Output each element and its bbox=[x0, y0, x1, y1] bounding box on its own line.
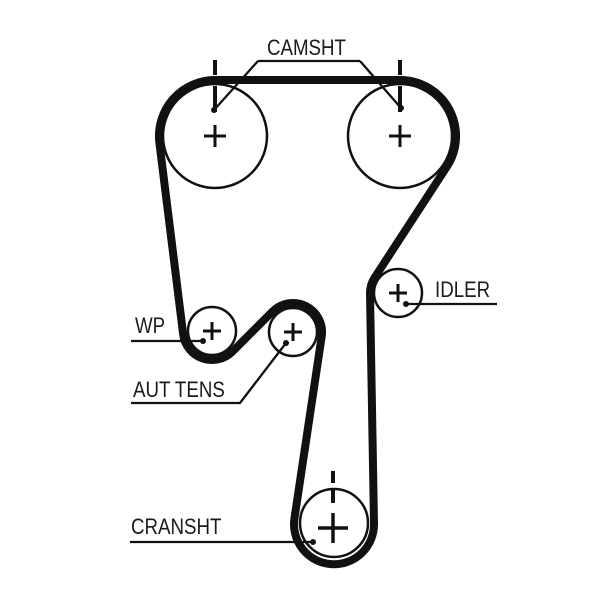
leader-auto-tensioner bbox=[131, 342, 287, 405]
leader-camshaft-right-diagonal bbox=[359, 60, 402, 109]
leader-dot-crankshaft bbox=[310, 539, 316, 545]
label-auto-tensioner: AUT TENS bbox=[133, 377, 225, 402]
label-crankshaft: CRANSHT bbox=[131, 514, 222, 539]
leader-dot-idler bbox=[403, 301, 409, 307]
crosshair-camshaft-right-icon bbox=[389, 125, 411, 147]
crosshair-water-pump-icon bbox=[203, 322, 221, 340]
leader-dot-camshaft-left bbox=[211, 107, 217, 113]
label-idler: IDLER bbox=[435, 277, 491, 302]
timing-belt-path bbox=[154, 76, 460, 569]
crosshair-auto-tensioner-icon bbox=[284, 323, 302, 341]
leader-lines bbox=[130, 59, 497, 544]
crosshair-camshaft-left-icon bbox=[204, 125, 226, 147]
crosshair-idler-icon bbox=[389, 284, 407, 302]
leader-camshaft-left-diagonal bbox=[213, 60, 259, 111]
crosshair-crankshaft-icon bbox=[318, 513, 348, 543]
leader-dot-water-pump bbox=[200, 338, 206, 344]
leader-dot-auto-tensioner bbox=[283, 340, 289, 346]
leader-dot-camshaft-right bbox=[398, 105, 404, 111]
label-camshaft: CAMSHT bbox=[267, 35, 346, 60]
label-water-pump: WP bbox=[135, 313, 166, 338]
